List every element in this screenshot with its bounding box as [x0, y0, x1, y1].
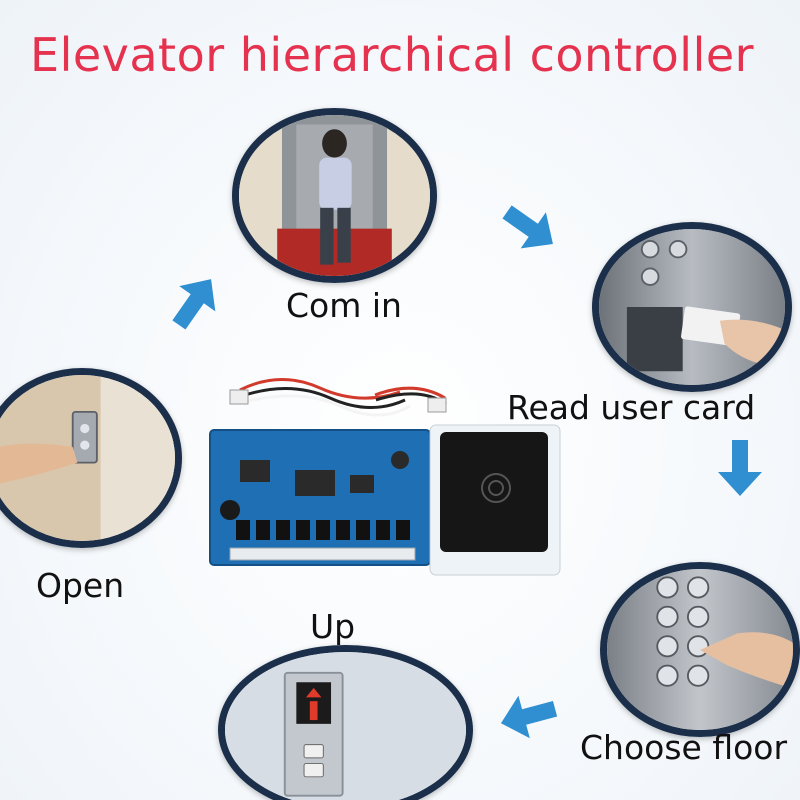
arrow-up-right-icon	[150, 257, 239, 346]
arrow-down-right-icon	[485, 183, 574, 272]
arrow-down-icon	[708, 436, 772, 500]
step-label-open: Open	[36, 566, 125, 605]
choose-floor-photo-icon	[600, 562, 800, 737]
up-indicator-photo-icon	[218, 645, 473, 800]
step-label-read-user-card: Read user card	[507, 388, 756, 427]
page-title: Elevator hierarchical controller	[30, 28, 755, 82]
com-in-photo-icon	[232, 108, 437, 283]
step-label-up: Up	[310, 607, 356, 646]
step-label-choose-floor: Choose floor	[580, 728, 788, 767]
read-user-card-photo-icon	[592, 222, 792, 392]
step-label-com-in: Com in	[286, 286, 402, 325]
open-call-button-photo-icon	[0, 368, 182, 548]
arrow-left-icon	[489, 677, 567, 755]
controller-board-icon	[200, 370, 570, 590]
